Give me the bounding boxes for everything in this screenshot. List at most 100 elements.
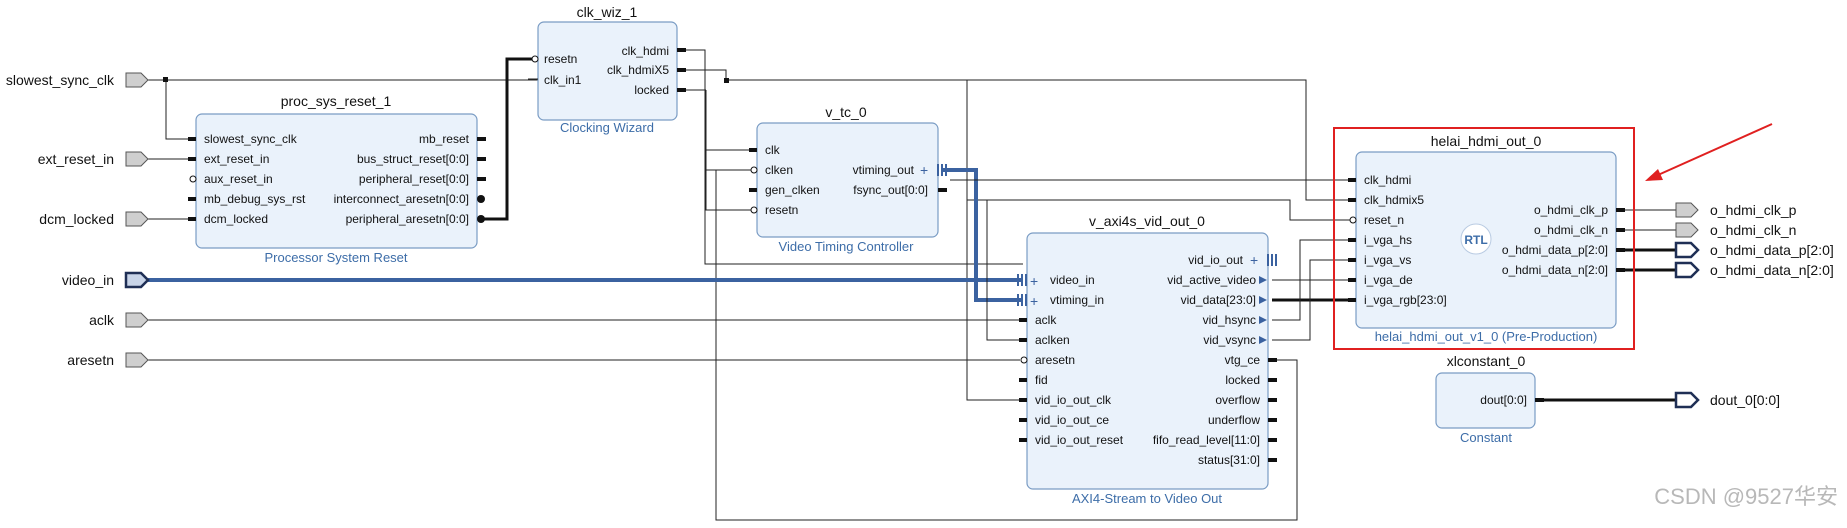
pin-o-hdmi-data-n: o_hdmi_data_n[2:0] <box>1502 263 1608 277</box>
block-v-axi4s-vid-out[interactable]: v_axi4s_vid_out_0 AXI4-Stream to Video O… <box>1017 213 1277 506</box>
pin-i-vga-rgb: i_vga_rgb[23:0] <box>1364 293 1447 307</box>
pin-fsync-out: fsync_out[0:0] <box>853 183 928 197</box>
annotation-arrow <box>1645 123 1773 181</box>
pin-aux-reset-in: aux_reset_in <box>204 172 273 186</box>
pin-dout: dout[0:0] <box>1480 393 1527 407</box>
pin-locked: locked <box>1225 373 1260 387</box>
junction-dot <box>163 77 168 82</box>
pin-clk-hdmix5: clk_hdmiX5 <box>607 63 669 77</box>
port-icon-o-hdmi-data-p[interactable] <box>1674 241 1700 259</box>
block-helai-hdmi-out[interactable]: helai_hdmi_out_0 helai_hdmi_out_v1_0 (Pr… <box>1333 127 1635 350</box>
wire-slowest-sync-clk[interactable] <box>126 79 538 140</box>
pin-mb-debug-sys-rst: mb_debug_sys_rst <box>204 192 306 206</box>
pin-vid-active-video: vid_active_video <box>1167 273 1256 287</box>
port-icon-aclk[interactable] <box>125 312 149 328</box>
port-label-aresetn: aresetn <box>67 352 114 368</box>
pin-resetn: resetn <box>544 52 577 66</box>
block-instance-name: v_axi4s_vid_out_0 <box>1089 213 1205 229</box>
arrow-right-icon <box>1259 336 1267 344</box>
pin-vid-io-out-ce: vid_io_out_ce <box>1035 413 1109 427</box>
pin-video-in: video_in <box>1050 273 1095 287</box>
pin-bubble-icon <box>1349 216 1357 224</box>
pin-bubble-icon <box>750 206 758 214</box>
bus-interface-icon <box>1017 274 1027 286</box>
pin-fifo-read-level: fifo_read_level[11:0] <box>1153 433 1260 447</box>
port-icon-aresetn[interactable] <box>125 352 149 368</box>
watermark: CSDN @9527华安 <box>1654 484 1838 509</box>
wire-locked[interactable] <box>677 89 1298 521</box>
block-xlconstant[interactable]: xlconstant_0 Constant dout[0:0] <box>1435 353 1544 445</box>
port-label-aclk: aclk <box>89 312 115 328</box>
port-icon-o-hdmi-clk-p[interactable] <box>1675 202 1699 218</box>
block-instance-name: v_tc_0 <box>825 104 866 120</box>
pin-vid-data: vid_data[23:0] <box>1181 293 1256 307</box>
port-label-slowest-sync-clk: slowest_sync_clk <box>6 72 115 88</box>
pin-bubble-icon <box>477 195 485 203</box>
block-instance-name: xlconstant_0 <box>1447 353 1526 369</box>
port-icon-video-in[interactable] <box>124 271 150 289</box>
rtl-badge-label: RTL <box>1464 233 1487 247</box>
wires <box>126 49 1676 521</box>
arrow-right-icon <box>1259 316 1267 324</box>
port-icon-dout-0[interactable] <box>1674 391 1700 409</box>
bus-vtiming[interactable] <box>942 168 1023 302</box>
pin-clk-in1: clk_in1 <box>544 73 582 87</box>
pin-underflow: underflow <box>1208 413 1260 427</box>
expand-plus-icon[interactable]: + <box>1030 293 1038 309</box>
pin-vid-io-out-clk: vid_io_out_clk <box>1035 393 1112 407</box>
block-type-label: Video Timing Controller <box>779 239 915 254</box>
wire-peripheral-aresetn[interactable] <box>483 57 532 221</box>
block-type-label: Processor System Reset <box>264 250 407 265</box>
pin-mb-reset: mb_reset <box>419 132 470 146</box>
port-label-o-hdmi-clk-p: o_hdmi_clk_p <box>1710 202 1797 218</box>
block-body[interactable] <box>756 122 939 238</box>
pin-vid-io-out: vid_io_out <box>1188 253 1243 267</box>
block-instance-name: helai_hdmi_out_0 <box>1431 133 1542 149</box>
pin-fid: fid <box>1035 373 1048 387</box>
wire-aclken[interactable] <box>986 200 1023 341</box>
pin-bubble-icon <box>477 215 485 223</box>
port-label-dcm-locked: dcm_locked <box>39 211 114 227</box>
pin-i-vga-vs: i_vga_vs <box>1364 253 1411 267</box>
pin-interconnect-aresetn: interconnect_aresetn[0:0] <box>334 192 469 206</box>
port-label-o-hdmi-data-n: o_hdmi_data_n[2:0] <box>1710 262 1834 278</box>
block-type-label: Clocking Wizard <box>560 120 654 135</box>
block-proc-sys-reset[interactable]: proc_sys_reset_1 Processor System Reset … <box>188 93 486 265</box>
bus-interface-icon <box>1267 254 1277 266</box>
wire-clk-hdmix5[interactable] <box>677 69 1352 201</box>
pin-o-hdmi-data-p: o_hdmi_data_p[2:0] <box>1502 243 1608 257</box>
expand-plus-icon[interactable]: + <box>1250 252 1258 268</box>
port-label-ext-reset-in: ext_reset_in <box>38 151 114 167</box>
junction-dot <box>724 78 729 83</box>
pin-clk-hdmi: clk_hdmi <box>622 44 669 58</box>
port-label-o-hdmi-clk-n: o_hdmi_clk_n <box>1710 222 1796 238</box>
arrow-right-icon <box>1259 296 1267 304</box>
port-icon-o-hdmi-clk-n[interactable] <box>1675 222 1699 238</box>
pin-o-hdmi-clk-n: o_hdmi_clk_n <box>1534 223 1608 237</box>
wire-vid-hsync[interactable] <box>1272 239 1352 321</box>
pin-aclk: aclk <box>1035 313 1057 327</box>
port-icon-ext-reset-in[interactable] <box>125 151 149 167</box>
input-ports: slowest_sync_clk ext_reset_in dcm_locked… <box>6 72 150 368</box>
port-icon-dcm-locked[interactable] <box>125 211 149 227</box>
port-icon-slowest-sync-clk[interactable] <box>125 72 149 88</box>
pin-vtiming-out: vtiming_out <box>853 163 915 177</box>
block-v-tc[interactable]: v_tc_0 Video Timing Controller clk clken… <box>749 104 947 254</box>
rtl-badge-icon <box>1460 223 1492 255</box>
pin-bubble-icon <box>189 175 197 183</box>
wire-vid-vsync[interactable] <box>1272 259 1352 341</box>
pin-peripheral-aresetn: peripheral_aresetn[0:0] <box>346 212 469 226</box>
block-type-label: Constant <box>1460 430 1512 445</box>
wire-reset-n[interactable] <box>966 80 1352 401</box>
block-instance-name: proc_sys_reset_1 <box>281 93 392 109</box>
pin-ext-reset-in: ext_reset_in <box>204 152 269 166</box>
block-clk-wiz[interactable]: clk_wiz_1 Clocking Wizard resetn clk_in1… <box>528 4 686 135</box>
pin-bus-struct-reset: bus_struct_reset[0:0] <box>357 152 469 166</box>
pin-o-hdmi-clk-p: o_hdmi_clk_p <box>1534 203 1608 217</box>
pin-peripheral-reset: peripheral_reset[0:0] <box>359 172 469 186</box>
pin-bubble-icon <box>750 166 758 174</box>
expand-plus-icon[interactable]: + <box>920 162 928 178</box>
expand-plus-icon[interactable]: + <box>1030 273 1038 289</box>
pin-clk: clk <box>765 143 781 157</box>
port-icon-o-hdmi-data-n[interactable] <box>1674 261 1700 279</box>
